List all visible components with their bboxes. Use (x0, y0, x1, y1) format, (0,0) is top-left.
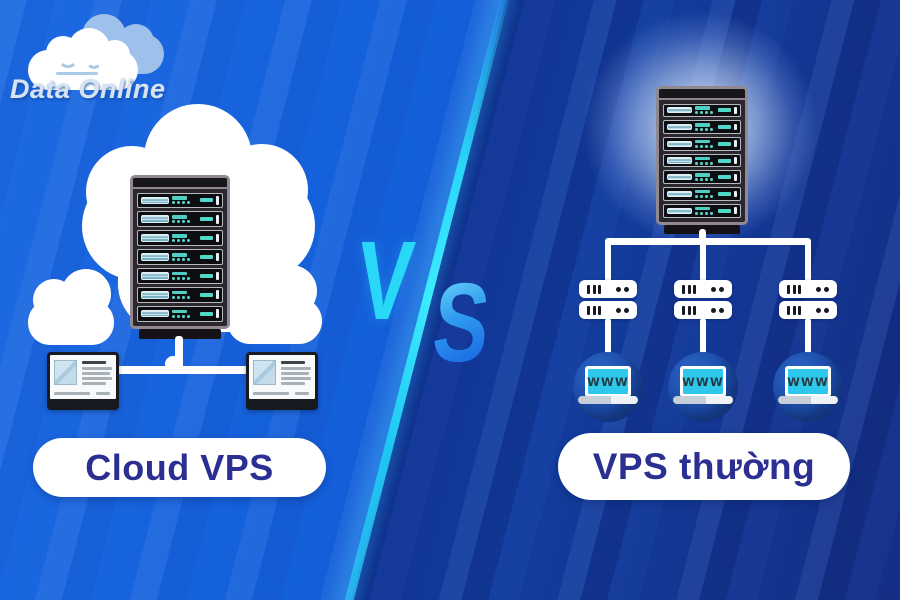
versus-letter-v: V (352, 218, 419, 343)
logo-cloud-detail (58, 48, 78, 68)
vps-server-node (779, 280, 837, 322)
www-label: WWW (587, 369, 628, 394)
vps-thuong-label-pill: VPS thường (558, 433, 850, 500)
brand-logo: Data Online (8, 6, 198, 110)
versus-letter-s: S (428, 260, 495, 385)
cloud-vps-label: Cloud VPS (85, 446, 274, 488)
laptop-base (778, 396, 838, 404)
vps-thuong-label: VPS thường (592, 445, 816, 487)
connector-line (605, 240, 611, 282)
connector-line (700, 318, 706, 354)
connector-line (805, 318, 811, 354)
screen-image-placeholder (54, 360, 77, 385)
small-cloud-left (28, 300, 114, 345)
monitor-screen (249, 355, 315, 399)
rack-top-cap (133, 178, 227, 189)
client-monitor (246, 352, 318, 452)
connector-line (700, 240, 706, 282)
standard-server-rack (656, 86, 748, 225)
laptop-base (673, 396, 733, 404)
vps-server-node (579, 280, 637, 322)
connector-line (175, 336, 183, 372)
screen-image-placeholder (253, 360, 276, 385)
cloud-vps-label-pill: Cloud VPS (33, 438, 326, 497)
connector-line (82, 366, 281, 374)
rack-units (659, 100, 745, 222)
www-laptop: WWW (585, 366, 631, 397)
connector-line (605, 238, 811, 245)
logo-cloud-front (100, 40, 130, 70)
www-label: WWW (787, 369, 828, 394)
rack-top-cap (659, 89, 745, 100)
www-label: WWW (682, 369, 723, 394)
connector-line (605, 318, 611, 354)
connector-line (805, 240, 811, 282)
brand-name: Data Online (10, 74, 166, 104)
small-cloud-right (227, 298, 322, 344)
monitor-screen (50, 355, 116, 399)
rack-units (133, 189, 227, 326)
vps-server-node (674, 280, 732, 322)
connector-line (699, 229, 706, 242)
cloud-server-rack (130, 175, 230, 329)
www-laptop: WWW (680, 366, 726, 397)
network-node-ring (165, 356, 181, 372)
rack-pedestal (139, 329, 221, 339)
logo-cloud-detail (86, 53, 102, 69)
client-monitor (47, 352, 119, 452)
laptop-base (578, 396, 638, 404)
logo-cloud-detail (56, 72, 98, 75)
www-laptop: WWW (785, 366, 831, 397)
